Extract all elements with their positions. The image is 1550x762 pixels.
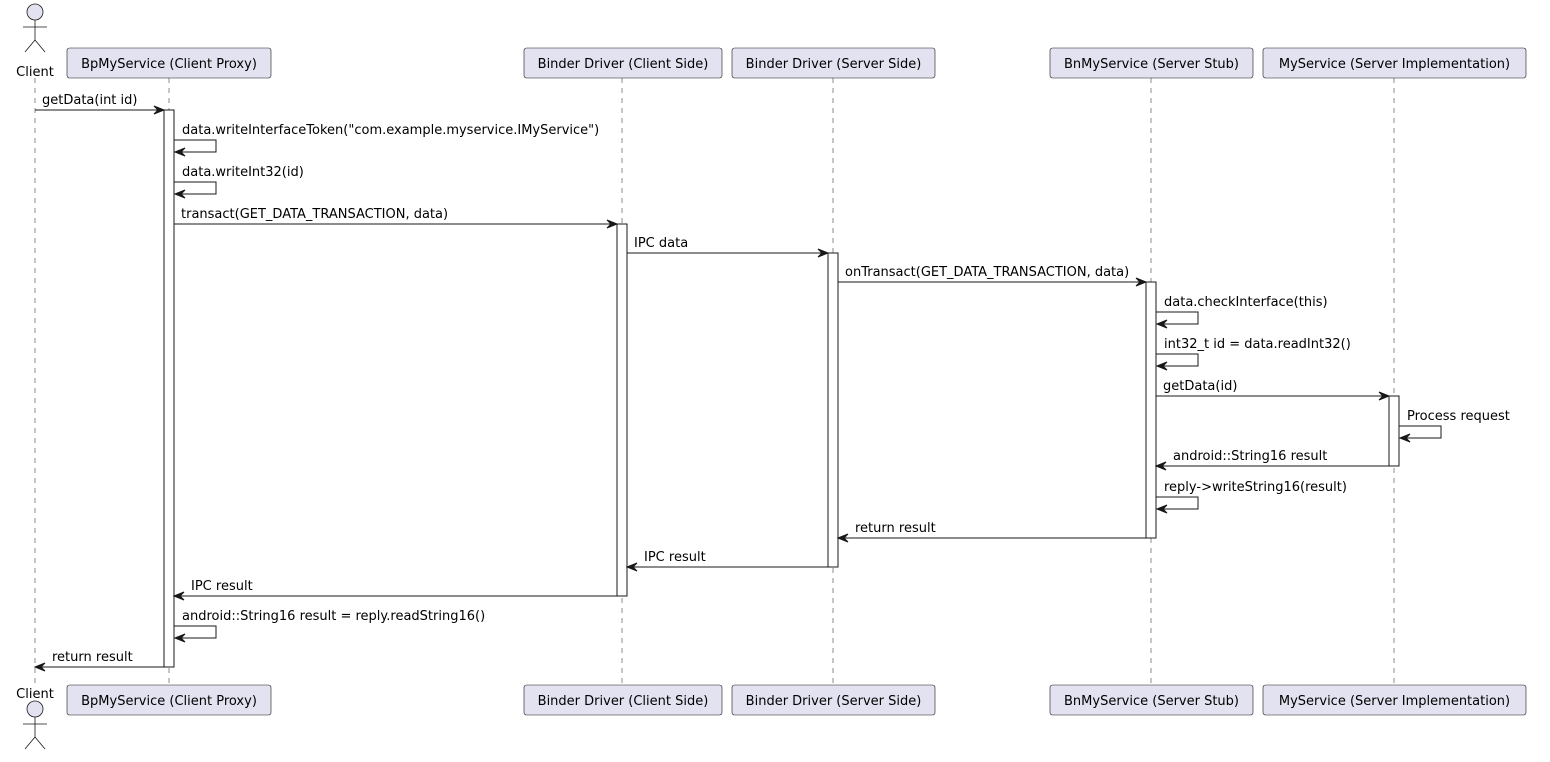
participant-label: Binder Driver (Client Side): [538, 694, 709, 709]
arrowhead: [1155, 319, 1168, 329]
message-arrow-line: [1156, 311, 1199, 325]
arrowhead: [173, 147, 186, 157]
participant-drvs-top: Binder Driver (Server Side): [731, 47, 936, 79]
participant-drvc-bottom: Binder Driver (Client Side): [523, 684, 723, 716]
arrowhead: [1155, 504, 1168, 514]
message-label: IPC data: [634, 236, 688, 251]
message-17: return result: [33, 650, 164, 672]
message-6: onTransact(GET_DATA_TRANSACTION, data): [838, 265, 1148, 287]
message-8: int32_t id = data.readInt32(): [1155, 337, 1351, 371]
participant-label: BnMyService (Server Stub): [1064, 694, 1239, 709]
participant-stub-bottom: BnMyService (Server Stub): [1049, 684, 1254, 716]
message-5: IPC data: [627, 236, 830, 258]
participant-client-top: Client: [16, 3, 54, 80]
arrowhead: [836, 533, 849, 543]
message-15: IPC result: [172, 579, 617, 601]
message-arrow-line: [174, 139, 217, 153]
message-arrow-line: [174, 625, 217, 639]
message-3: data.writeInt32(id): [173, 165, 304, 199]
message-label: Process request: [1407, 409, 1510, 424]
message-14: IPC result: [625, 550, 828, 572]
activation-bar-stub: [1145, 281, 1157, 539]
message-label: transact(GET_DATA_TRANSACTION, data): [181, 207, 448, 222]
message-11: android::String16 result: [1154, 449, 1389, 471]
message-label: android::String16 result = reply.readStr…: [182, 609, 485, 624]
message-label: getData(int id): [42, 93, 137, 108]
participant-label: BpMyService (Client Proxy): [81, 57, 257, 72]
participant-label: Binder Driver (Client Side): [538, 57, 709, 72]
participant-label: BpMyService (Client Proxy): [81, 694, 257, 709]
message-16: android::String16 result = reply.readStr…: [173, 609, 485, 643]
participant-drvc-top: Binder Driver (Client Side): [523, 47, 723, 79]
participant-label: MyService (Server Implementation): [1279, 57, 1510, 72]
arrowhead: [33, 662, 46, 672]
arrowhead: [1378, 391, 1391, 401]
arrowhead: [1398, 433, 1411, 443]
message-label: reply->writeString16(result): [1164, 480, 1347, 495]
message-13: return result: [836, 521, 1146, 543]
arrowhead: [153, 105, 166, 115]
message-arrow-line: [1156, 496, 1199, 510]
participant-drvs-bottom: Binder Driver (Server Side): [731, 684, 936, 716]
message-label: onTransact(GET_DATA_TRANSACTION, data): [845, 265, 1129, 280]
participant-impl-bottom: MyService (Server Implementation): [1262, 684, 1527, 716]
arrowhead: [173, 633, 186, 643]
arrowhead: [173, 189, 186, 199]
arrowhead: [1135, 277, 1148, 287]
message-9: getData(id): [1156, 379, 1391, 401]
participant-label: Client: [16, 65, 54, 80]
message-label: IPC result: [191, 579, 253, 594]
participant-label: Binder Driver (Server Side): [746, 694, 922, 709]
arrowhead: [1154, 461, 1167, 471]
participant-label: MyService (Server Implementation): [1279, 694, 1510, 709]
message-arrow-line: [1399, 425, 1442, 439]
message-label: data.checkInterface(this): [1164, 295, 1328, 310]
participant-proxy-top: BpMyService (Client Proxy): [66, 47, 272, 79]
message-arrow-line: [174, 181, 217, 195]
participant-label: BnMyService (Server Stub): [1064, 57, 1239, 72]
actor-icon: [23, 700, 47, 750]
activation-bar-proxy: [163, 109, 175, 668]
message-label: data.writeInt32(id): [182, 165, 304, 180]
participant-client-bottom: Client: [16, 687, 54, 750]
message-label: IPC result: [644, 550, 706, 565]
participant-label: Binder Driver (Server Side): [746, 57, 922, 72]
arrowhead: [172, 591, 185, 601]
participant-impl-top: MyService (Server Implementation): [1262, 47, 1527, 79]
participant-proxy-bottom: BpMyService (Client Proxy): [66, 684, 272, 716]
arrowhead: [606, 219, 619, 229]
message-label: int32_t id = data.readInt32(): [1164, 337, 1351, 352]
message-1: getData(int id): [35, 93, 166, 115]
arrowhead: [1155, 361, 1168, 371]
message-label: return result: [52, 650, 133, 665]
actor-icon: [23, 3, 47, 53]
arrowhead: [625, 562, 638, 572]
message-12: reply->writeString16(result): [1155, 480, 1347, 514]
participant-label: Client: [16, 687, 54, 702]
activation-bar-drvs: [827, 252, 839, 568]
message-4: transact(GET_DATA_TRANSACTION, data): [174, 207, 619, 229]
message-7: data.checkInterface(this): [1155, 295, 1328, 329]
arrowhead: [817, 248, 830, 258]
activation-bar-impl: [1388, 395, 1400, 467]
message-10: Process request: [1398, 409, 1510, 443]
message-label: return result: [855, 521, 936, 536]
message-arrow-line: [1156, 353, 1199, 367]
message-label: getData(id): [1163, 379, 1237, 394]
message-label: android::String16 result: [1173, 449, 1327, 464]
message-2: data.writeInterfaceToken("com.example.my…: [173, 123, 599, 157]
participant-stub-top: BnMyService (Server Stub): [1049, 47, 1254, 79]
activation-bar-drvc: [616, 223, 628, 597]
message-label: data.writeInterfaceToken("com.example.my…: [182, 123, 599, 138]
